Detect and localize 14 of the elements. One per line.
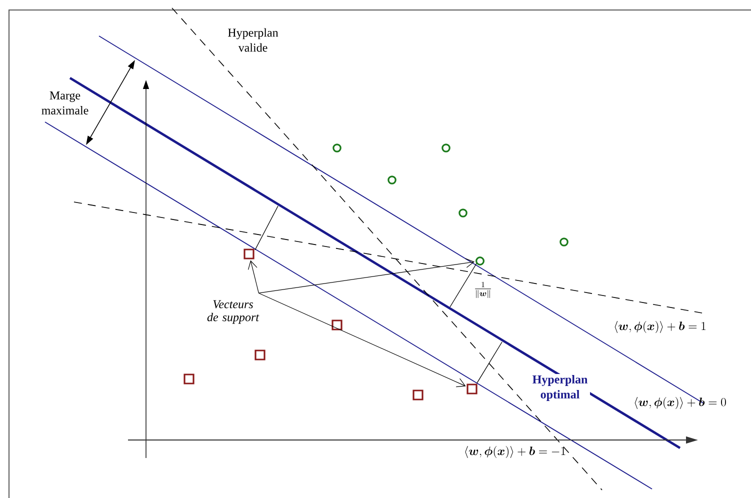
hyperplane-label: Hyperplan valide bbox=[228, 28, 278, 52]
leader-arrow bbox=[258, 292, 466, 388]
margin-equation: $\left\langle \boldsymbol{w},\boldsymbol{\phi}(\boldsymbol{x})\right\rangle+\boldsymbol{b}=1$ bbox=[614, 321, 706, 333]
support-square bbox=[466, 384, 478, 394]
dimension-label: Marge maximale bbox=[42, 92, 88, 114]
margin-equation: $\left\langle \boldsymbol{w},\boldsymbol{\phi}(\boldsymbol{x})\right\rangle+\boldsymbol{b}=-1$ bbox=[465, 446, 566, 458]
hyperplane-equation: $\left\langle \boldsymbol{w},\boldsymbol{\phi}(\boldsymbol{x})\right\rangle+\boldsymbol{b}=0$ bbox=[634, 397, 726, 409]
leader-arrow bbox=[248, 260, 259, 294]
leader-arrow bbox=[258, 258, 475, 294]
callout-text: Vecteurs de support bbox=[207, 300, 260, 324]
support-circle bbox=[476, 256, 484, 266]
distance-formula: $\frac{1}{\left\Vert \boldsymbol{w}\right\Vert}$ bbox=[475, 282, 491, 298]
support-square bbox=[244, 248, 254, 260]
hyperplane-label: Hyperplan optimal bbox=[530, 374, 590, 402]
